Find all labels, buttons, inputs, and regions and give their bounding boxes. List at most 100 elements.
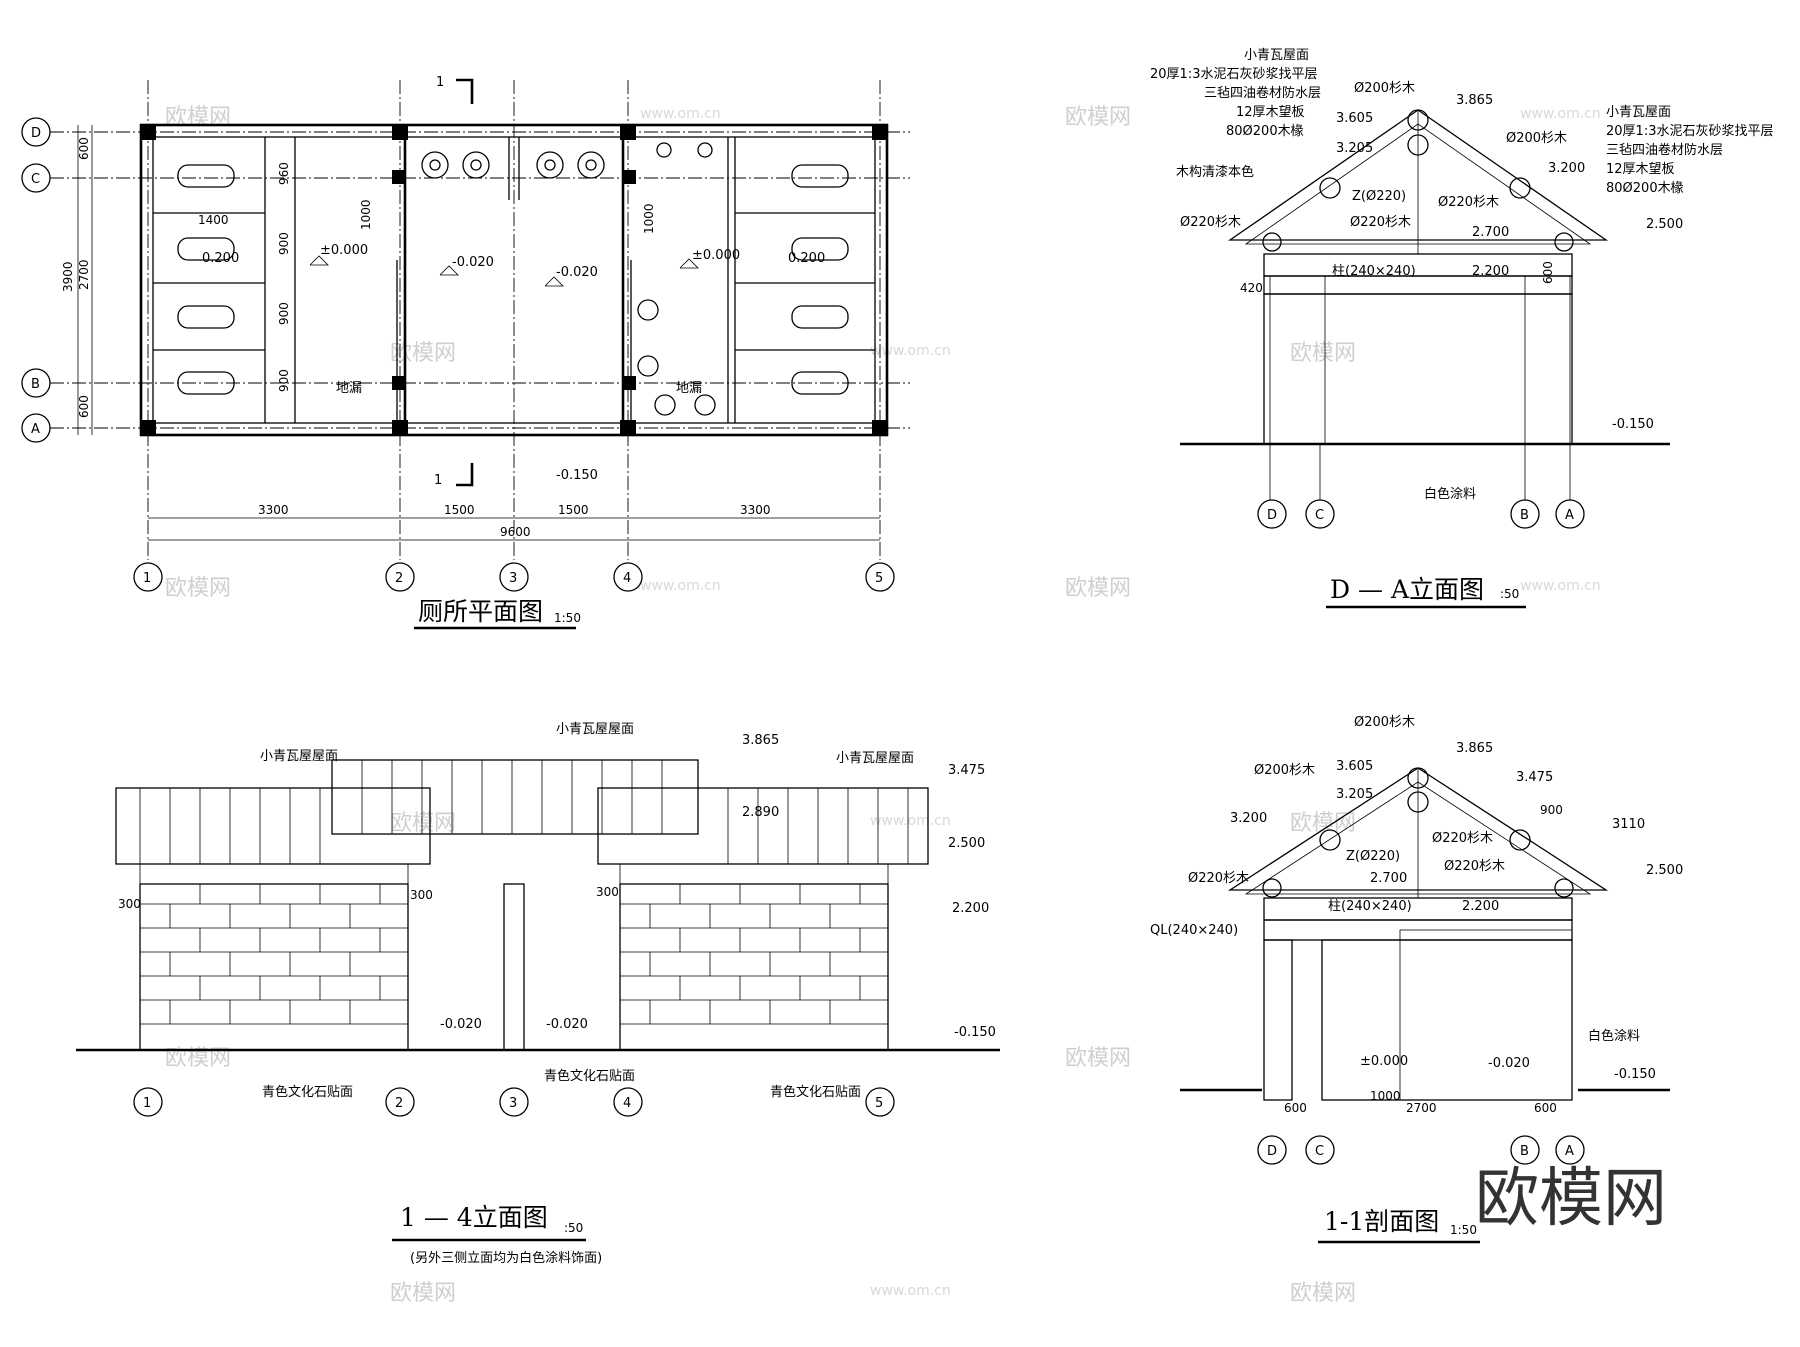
dim-y: 600 [77,395,91,418]
watermark-brand-logo: 欧模网 [1475,1162,1667,1236]
level-mark: 3.605 [1336,759,1373,774]
section-mark: 1 [436,75,444,90]
watermark-layer: 欧模网 www.om.cn 欧模网 www.om.cn 欧模网 www.om.c… [165,105,1667,1306]
level-mark: 2.700 [1370,871,1407,886]
level-mark: 2.500 [948,836,985,851]
material-label: 木构清漆本色 [1176,164,1254,180]
axis-label: 1 [143,1096,151,1111]
watermark-logo: 欧模网 [1290,1281,1356,1306]
section-11-scale: 1:50 [1450,1223,1477,1237]
axis-label: B [1520,508,1529,523]
axis-label: C [1315,508,1324,523]
member-label: Z(Ø220) [1352,189,1406,204]
level-mark: 2.200 [952,901,989,916]
plan-title: 厕所平面图 [418,597,543,626]
watermark-site: www.om.cn [1520,578,1601,594]
elevation-14-note: (另外三侧立面均为白色涂料饰面) [410,1250,602,1266]
axis-label: 4 [623,571,631,586]
material-label: 三毡四油卷材防水层 [1204,85,1321,101]
finish-label: 白色涂料 [1588,1028,1640,1044]
level-mark: 0.200 [788,251,825,266]
member-label: QL(240×240) [1150,923,1238,938]
dim-label: 900 [1540,803,1563,817]
inner-dim: 1000 [642,203,656,234]
watermark-logo: 欧模网 [165,576,231,601]
level-mark: ±0.000 [320,243,368,258]
watermark-site: www.om.cn [870,813,951,829]
member-label: Ø220杉木 [1444,859,1505,874]
material-label: 20厚1:3水泥石灰砂浆找平层 [1606,124,1773,139]
level-mark: -0.020 [452,255,494,270]
dim-label: 600 [1541,261,1555,284]
level-mark: 3.200 [1230,811,1267,826]
level-mark: 3.475 [1516,770,1553,785]
axis-label: B [31,377,40,392]
member-label: Ø200杉木 [1506,131,1567,146]
dim-label: 1000 [1370,1089,1401,1103]
finish-label: 白色涂料 [1424,486,1476,502]
level-mark: ±0.000 [1360,1054,1408,1069]
level-mark: 2.500 [1646,217,1683,232]
dim-label: 600 [1284,1101,1307,1115]
watermark-site: www.om.cn [640,106,721,122]
floor-drain-label: 地漏 [336,380,362,396]
axis-label: A [31,422,40,437]
member-label: Ø200杉木 [1354,715,1415,730]
elevation-14-scale: :50 [564,1221,583,1235]
roof-label: 小青瓦屋屋面 [260,749,338,764]
dim-label: 2700 [1406,1101,1437,1115]
axis-label: C [1315,1144,1324,1159]
axis-label: 5 [875,571,883,586]
level-mark: 3110 [1612,817,1645,832]
floor-drain-label: 地漏 [676,380,702,396]
level-mark: 2.200 [1472,264,1509,279]
level-mark: -0.150 [1614,1067,1656,1082]
member-label: Ø220杉木 [1432,831,1493,846]
axis-label: D [1267,508,1277,523]
inner-dim: 900 [277,302,291,325]
axis-label: D [31,126,41,141]
dim-total-x: 9600 [500,525,531,539]
level-mark: 3.605 [1336,111,1373,126]
watermark-logo: 欧模网 [1290,341,1356,366]
watermark-logo: 欧模网 [1065,105,1131,130]
watermark-logo: 欧模网 [390,341,456,366]
watermark-site: www.om.cn [870,343,951,359]
roof-label: 小青瓦屋屋面 [836,751,914,766]
inner-dim: 960 [277,162,291,185]
level-mark: 3.865 [742,733,779,748]
axis-label: 2 [395,1096,403,1111]
member-label: Ø220杉木 [1188,871,1249,886]
inner-dim: 900 [277,232,291,255]
axis-label: 5 [875,1096,883,1111]
level-mark: 3.205 [1336,787,1373,802]
dim-label: 420 [1240,281,1263,295]
member-label: 柱(240×240) [1332,264,1416,279]
axis-label: 1 [143,571,151,586]
floor-plan: 1 1 3900 600 2700 600 960 900 900 900 14… [21,75,910,630]
elevation-14: 小青瓦屋屋面 小青瓦屋屋面 小青瓦屋屋面 3.865 3.475 2.890 2… [76,722,1000,1266]
level-mark: 2.890 [742,805,779,820]
level-mark: 2.700 [1472,225,1509,240]
level-mark: ±0.000 [692,248,740,263]
elevation-da-scale: :50 [1500,587,1519,601]
plan-axis-bubbles: 1 2 3 4 5 D C B A [21,117,895,592]
axis-label: C [31,172,40,187]
watermark-logo: 欧模网 [390,1281,456,1306]
material-label: 12厚木望板 [1236,104,1305,120]
member-label: Ø220杉木 [1438,195,1499,210]
dim-x: 1500 [444,503,475,517]
level-mark: 3.865 [1456,741,1493,756]
watermark-site: www.om.cn [1520,106,1601,122]
level-mark: 2.500 [1646,863,1683,878]
level-mark: -0.150 [556,468,598,483]
axis-label: 3 [509,571,517,586]
section-mark: 1 [434,473,442,488]
level-mark: -0.020 [546,1017,588,1032]
watermark-logo: 欧模网 [1065,576,1131,601]
level-mark: -0.150 [1612,417,1654,432]
material-label: 80Ø200木椽 [1226,124,1304,139]
finish-label: 青色文化石贴面 [544,1068,635,1084]
level-mark: 3.475 [948,763,985,778]
watermark-site: www.om.cn [640,578,721,594]
